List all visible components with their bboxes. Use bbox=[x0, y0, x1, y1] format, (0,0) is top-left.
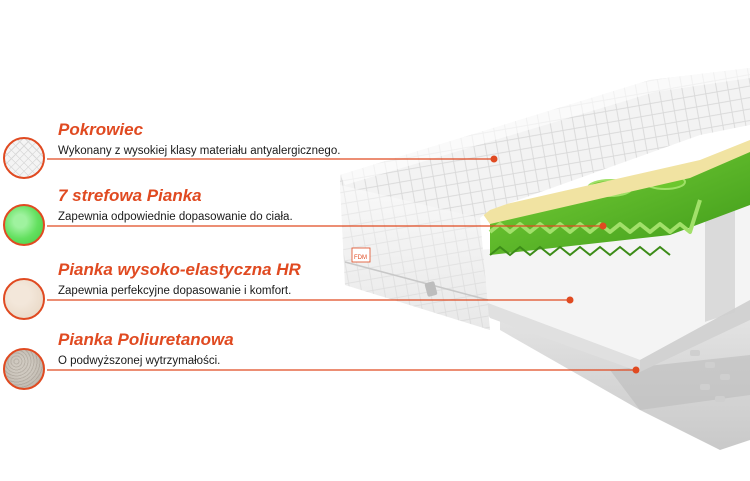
zipper-pull bbox=[424, 281, 438, 297]
layer-title: 7 strefowa Pianka bbox=[58, 186, 202, 205]
layer-description: O podwyższonej wytrzymałości. bbox=[58, 355, 221, 367]
hr-foam-swatch bbox=[3, 278, 45, 320]
hr-foam-layer bbox=[480, 200, 750, 372]
brand-label-text: FDM bbox=[354, 255, 367, 261]
layer-title: Pianka Poliuretanowa bbox=[58, 330, 234, 349]
brand-label bbox=[351, 247, 371, 263]
layer-title: Pokrowiec bbox=[58, 120, 144, 139]
layer-label-cover: Pokrowiec Wykonany z wysokiej klasy mate… bbox=[58, 120, 340, 158]
layer-description: Zapewnia odpowiednie dopasowanie do ciał… bbox=[58, 211, 293, 223]
pointer-dot-zone-foam bbox=[599, 222, 607, 230]
layer-description: Zapewnia perfekcyjne dopasowanie i komfo… bbox=[58, 285, 292, 297]
layer-description: Wykonany z wysokiej klasy materiału anty… bbox=[58, 145, 341, 157]
poly-foam-swatch bbox=[3, 348, 45, 390]
layer-title: Pianka wysoko-elastyczna HR bbox=[58, 260, 301, 279]
layer-label-poly-foam: Pianka Poliuretanowa O podwyższonej wytr… bbox=[58, 330, 234, 368]
latex-thin-layer bbox=[480, 140, 750, 224]
layer-label-hr-foam: Pianka wysoko-elastyczna HR Zapewnia per… bbox=[58, 260, 301, 298]
cover-layer: FDM bbox=[340, 68, 750, 330]
pointer-dots bbox=[490, 155, 640, 374]
cover-swatch bbox=[3, 137, 45, 179]
pointer-dot-hr-foam bbox=[566, 296, 574, 304]
pointer-lines bbox=[47, 158, 636, 371]
zone-foam-swatch bbox=[3, 204, 45, 246]
zipper-line bbox=[344, 261, 489, 301]
pointer-dot-cover bbox=[490, 155, 498, 163]
layer-label-zone-foam: 7 strefowa Pianka Zapewnia odpowiednie d… bbox=[58, 186, 293, 224]
pointer-dot-poly-foam bbox=[632, 366, 640, 374]
